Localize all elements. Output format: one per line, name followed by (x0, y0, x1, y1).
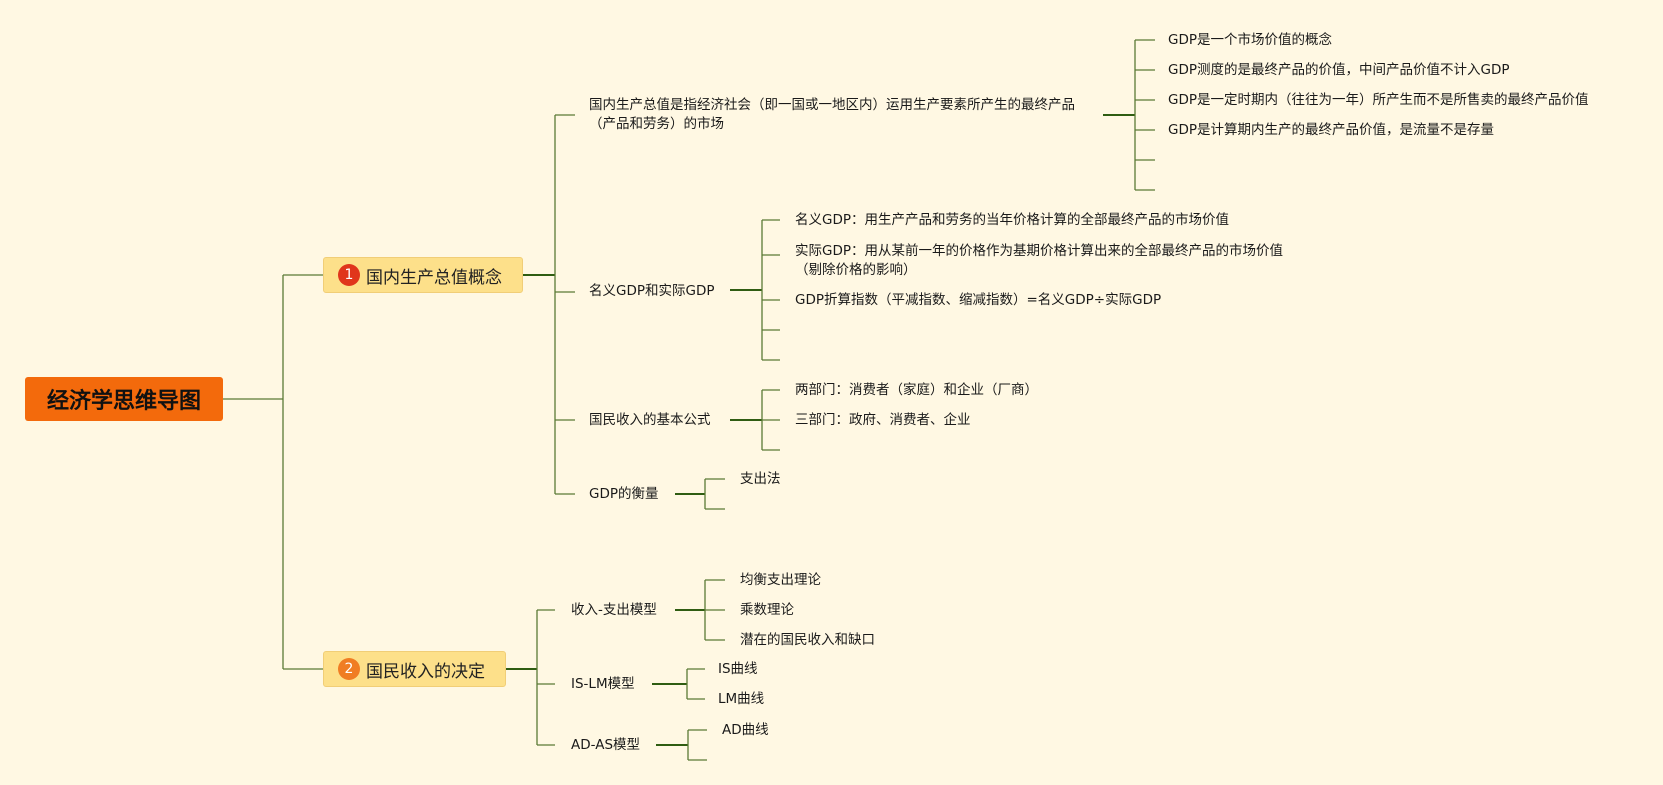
root-topic[interactable]: 经济学思维导图 (25, 377, 223, 421)
leaf-gdp-flow[interactable]: GDP是计算期内生产的最终产品价值，是流量不是存量 (1168, 122, 1494, 138)
leaf-gdp-time-period[interactable]: GDP是一定时期内（往往为一年）所产生而不是所售卖的最终产品价值 (1168, 92, 1589, 108)
branch-gdp-concept-label: 国内生产总值概念 (366, 267, 502, 288)
topic-nominal-real-gdp[interactable]: 名义GDP和实际GDP (589, 283, 715, 299)
leaf-gdp-final-products[interactable]: GDP测度的是最终产品的价值，中间产品价值不计入GDP (1168, 62, 1510, 78)
leaf-gdp-market-value[interactable]: GDP是一个市场价值的概念 (1168, 32, 1332, 48)
leaf-is-curve[interactable]: IS曲线 (718, 661, 758, 677)
leaf-two-sector[interactable]: 两部门：消费者（家庭）和企业（厂商） (795, 382, 1038, 398)
topic-gdp-definition[interactable]: 国内生产总值是指经济社会（即一国或一地区内）运用生产要素所产生的最终产品（产品和… (589, 97, 1075, 132)
leaf-potential-income-gap[interactable]: 潜在的国民收入和缺口 (740, 632, 875, 648)
priority-1-icon: 1 (338, 264, 360, 286)
leaf-equilibrium-expenditure[interactable]: 均衡支出理论 (740, 572, 821, 588)
branch-national-income-label: 国民收入的决定 (366, 661, 485, 682)
topic-is-lm-model[interactable]: IS-LM模型 (571, 676, 635, 692)
leaf-expenditure-method[interactable]: 支出法 (740, 471, 781, 487)
topic-ad-as-model[interactable]: AD-AS模型 (571, 737, 641, 753)
leaf-gdp-deflator[interactable]: GDP折算指数（平减指数、缩减指数）=名义GDP÷实际GDP (795, 292, 1162, 308)
leaf-three-sector[interactable]: 三部门：政府、消费者、企业 (795, 412, 971, 428)
root-topic-label: 经济学思维导图 (46, 389, 201, 414)
topic-gdp-measurement[interactable]: GDP的衡量 (589, 486, 659, 502)
leaf-lm-curve[interactable]: LM曲线 (718, 691, 765, 707)
topic-income-formula[interactable]: 国民收入的基本公式 (589, 412, 711, 428)
leaf-multiplier-theory[interactable]: 乘数理论 (740, 602, 794, 618)
leaf-real-gdp[interactable]: 实际GDP：用从某前一年的价格作为基期价格计算出来的全部最终产品的市场价值（剔除… (795, 243, 1283, 278)
leaf-nominal-gdp[interactable]: 名义GDP：用生产产品和劳务的当年价格计算的全部最终产品的市场价值 (795, 212, 1229, 228)
branch-gdp-concept[interactable]: 1 国内生产总值概念 (323, 257, 523, 293)
branch-national-income[interactable]: 2 国民收入的决定 (323, 651, 506, 687)
priority-2-icon: 2 (338, 658, 360, 680)
topic-income-expenditure-model[interactable]: 收入-支出模型 (571, 602, 657, 618)
leaf-ad-curve[interactable]: AD曲线 (722, 722, 769, 738)
